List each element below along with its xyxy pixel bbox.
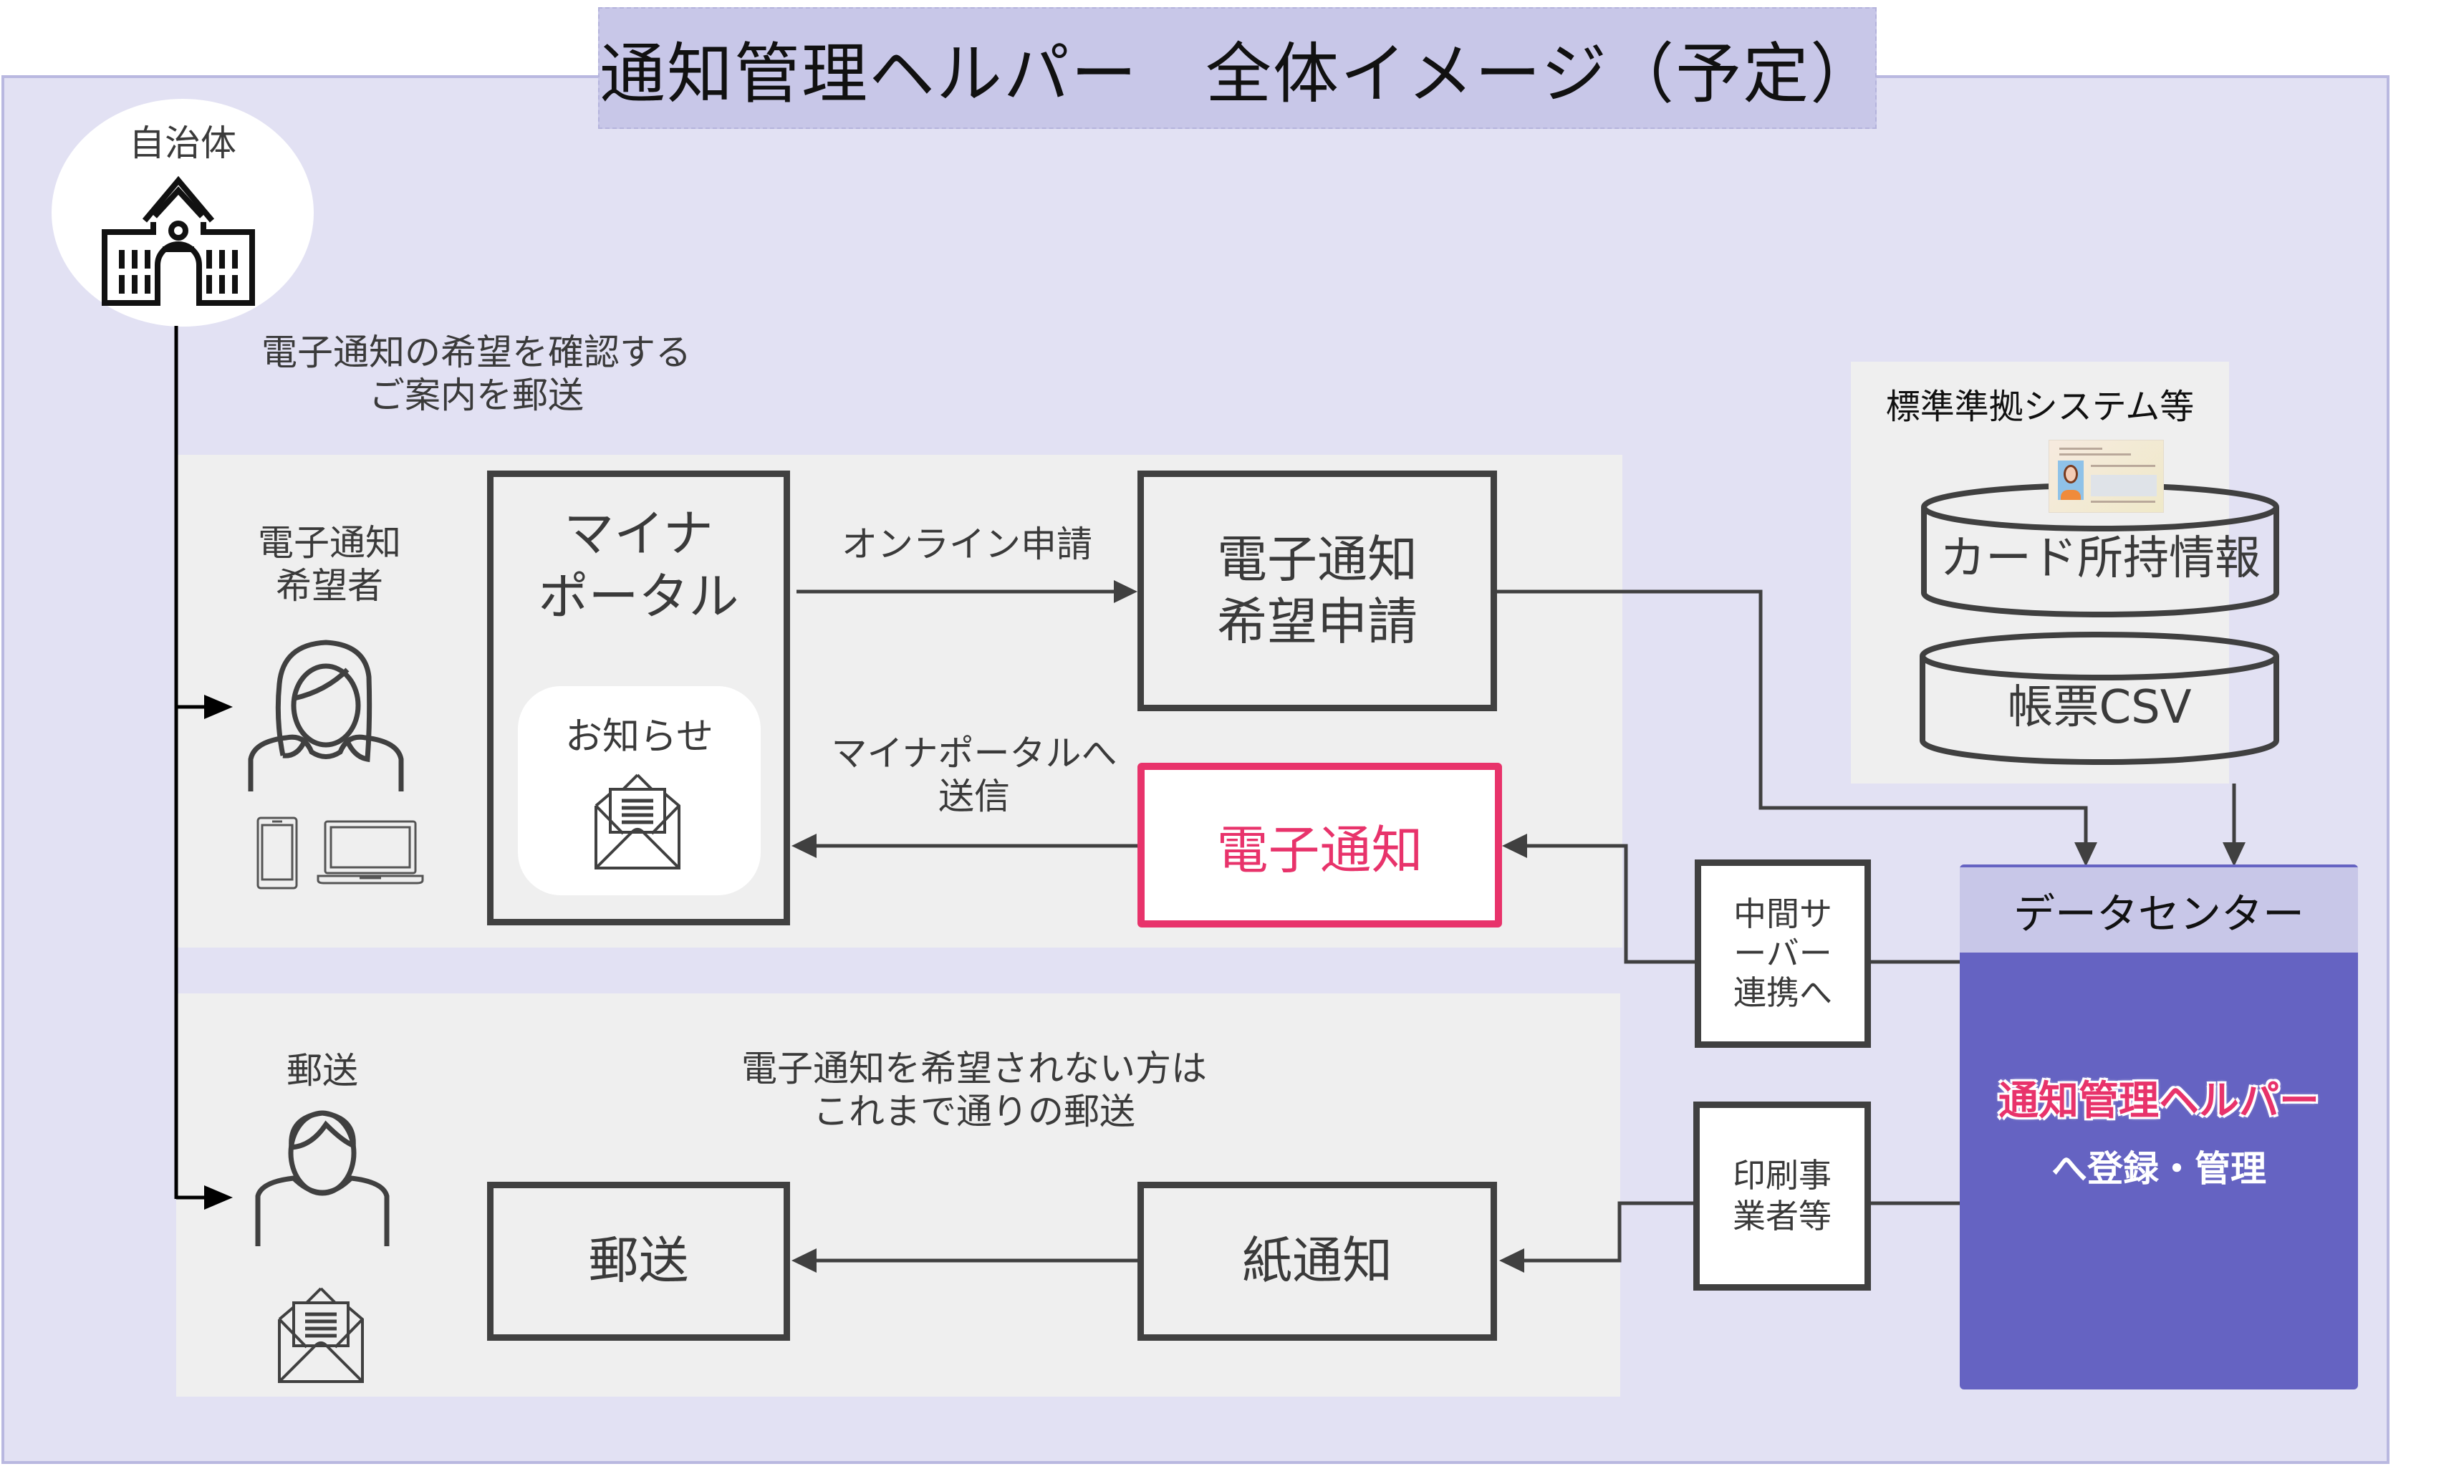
arrow-to-postal-recipient [204, 1185, 233, 1210]
mail-box[interactable]: 郵送 [487, 1182, 790, 1341]
data-center-header: データセンター [1960, 864, 2358, 953]
arrow-head-to-mail-box [791, 1248, 817, 1273]
electronic-notice-label: 電子通知 [1216, 819, 1423, 880]
standard-system-panel [1851, 362, 2229, 784]
arrow-to-electronic-recipient [204, 695, 233, 719]
paper-notice-box[interactable]: 紙通知 [1137, 1182, 1497, 1341]
open-envelope-icon [278, 1287, 364, 1384]
database-form-csv-label: 帳票CSV [2007, 681, 2192, 734]
my-number-card-image [2049, 440, 2164, 513]
online-application-label: オンライン申請 [842, 524, 1092, 565]
database-form-csv [1918, 630, 2281, 766]
intermediate-server-label: 中間サ ーバー 連携へ [1733, 894, 1832, 1013]
electronic-notice-box[interactable]: 電子通知 [1137, 763, 1502, 928]
mail-box-label: 郵送 [588, 1231, 689, 1291]
woman-icon [247, 634, 405, 791]
application-to-datacenter-line [1497, 589, 2088, 845]
municipality-node [52, 99, 314, 327]
send-to-portal-label: マイナポータルへ 送信 [831, 733, 1117, 817]
printing-vendor-box[interactable]: 印刷事 業者等 [1693, 1102, 1871, 1291]
diagram-title: 通知管理ヘルパー 全体イメージ（予定） [598, 7, 1877, 129]
arrow-head-online-application [1114, 580, 1137, 603]
postal-note: 電子通知を希望されない方は これまで通りの郵送 [741, 1048, 1207, 1132]
notice-label: お知らせ [565, 716, 713, 758]
database-card-info-label: カード所持情報 [1940, 532, 2261, 585]
arrow-head-application-to-datacenter [2074, 842, 2097, 867]
laptop-icon [317, 820, 424, 885]
standard-system-title: 標準準拠システム等 [1885, 387, 2195, 427]
postal-recipient-label: 郵送 [287, 1050, 358, 1092]
man-icon [254, 1103, 390, 1246]
arrow-head-to-paper-notice [1499, 1248, 1524, 1273]
arrow-head-standard-to-datacenter [2223, 842, 2246, 867]
arrow-head-send-to-portal [791, 834, 817, 858]
city-hall-icon [99, 172, 258, 308]
arrow-head-to-electronic-notice [1502, 834, 1527, 858]
printing-vendor-to-paper-line [1522, 1201, 1693, 1263]
electronic-recipient-label: 電子通知 希望者 [258, 522, 401, 607]
open-envelope-icon [595, 774, 680, 870]
notification-helper-action: へ登録・管理 [2051, 1148, 2266, 1190]
municipality-trunk-line [174, 326, 212, 1200]
myna-portal-label: マイナ ポータル [538, 504, 739, 626]
printing-vendor-label: 印刷事 業者等 [1733, 1155, 1832, 1236]
intermediate-server-to-notice-line [1524, 844, 1695, 964]
notification-helper-name: 通知管理ヘルパー [1998, 1078, 2319, 1124]
guide-mail-text: 電子通知の希望を確認する ご案内を郵送 [261, 332, 691, 416]
application-box-label: 電子通知 希望申請 [1217, 529, 1418, 652]
municipality-label: 自治体 [129, 122, 236, 164]
application-box[interactable]: 電子通知 希望申請 [1137, 471, 1497, 711]
paper-notice-label: 紙通知 [1242, 1231, 1392, 1291]
intermediate-server-box[interactable]: 中間サ ーバー 連携へ [1695, 859, 1871, 1048]
smartphone-icon [256, 816, 298, 890]
data-center-box[interactable]: データセンター 通知管理ヘルパー へ登録・管理 [1960, 864, 2358, 1389]
